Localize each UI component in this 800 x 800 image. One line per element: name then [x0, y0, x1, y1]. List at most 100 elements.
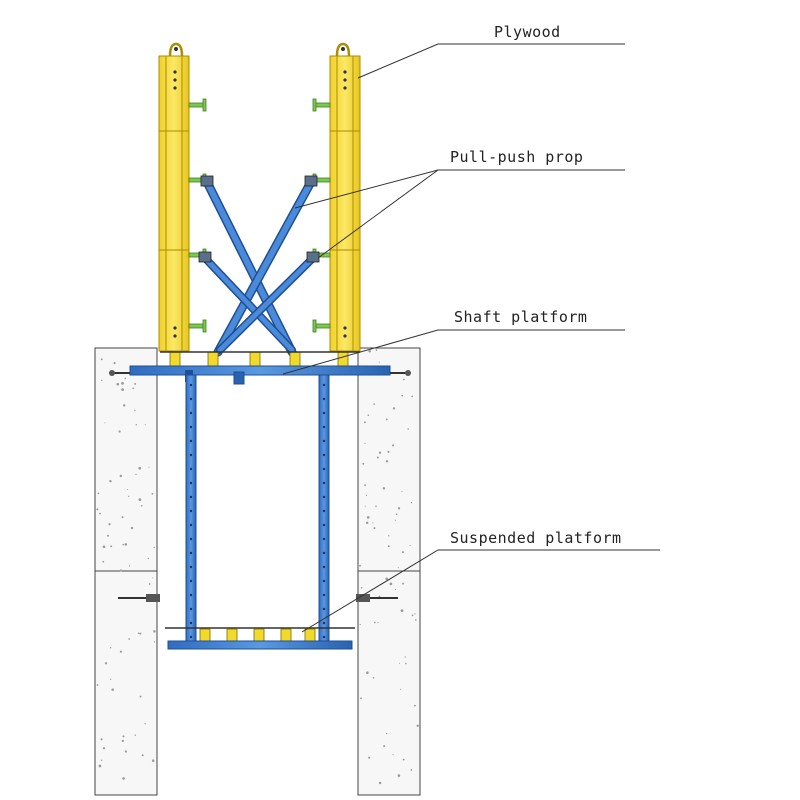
concrete-speck — [110, 678, 112, 680]
concrete-speck — [102, 545, 106, 549]
concrete-speck — [365, 521, 369, 525]
concrete-speck — [139, 632, 142, 635]
concrete-speck — [96, 508, 99, 511]
concrete-speck — [153, 641, 156, 643]
concrete-speck — [99, 512, 101, 515]
concrete-speck — [134, 734, 137, 736]
hanger-hole — [322, 593, 326, 597]
concrete-speck — [385, 577, 389, 581]
label-pull-push-prop: Pull-push prop — [450, 148, 583, 166]
concrete-speck — [132, 387, 135, 390]
concrete-speck — [401, 394, 404, 397]
hanger-hole — [189, 383, 193, 387]
concrete-speck — [116, 382, 120, 386]
concrete-speck — [391, 444, 395, 447]
hanger-hole — [322, 607, 326, 611]
concrete-speck — [147, 557, 150, 560]
hanger-hole — [189, 467, 193, 471]
concrete-speck — [400, 688, 402, 690]
concrete-speck — [124, 543, 128, 546]
concrete-speck — [109, 647, 112, 649]
concrete-speck — [405, 662, 407, 665]
concrete-speck — [127, 488, 129, 491]
concrete-speck — [407, 428, 410, 430]
concrete-speck — [119, 569, 123, 572]
concrete-speck — [385, 418, 388, 421]
concrete-speck — [372, 677, 375, 679]
concrete-speck — [416, 724, 419, 727]
concrete-speck — [387, 545, 390, 548]
concrete-speck — [153, 546, 155, 549]
hanger-hole — [189, 635, 193, 639]
hanger-hole — [322, 509, 326, 513]
concrete-speck — [410, 769, 413, 771]
label-shaft-platform: Shaft platform — [454, 308, 587, 326]
hanger-hole — [322, 565, 326, 569]
concrete-speck — [152, 577, 154, 579]
concrete-speck — [402, 582, 405, 585]
concrete-speck — [110, 545, 113, 548]
concrete-speck — [151, 759, 155, 762]
concrete-speck — [367, 414, 370, 417]
concrete-speck — [130, 526, 134, 530]
concrete-speck — [401, 491, 403, 493]
concrete-speck — [387, 450, 390, 453]
concrete-speck — [128, 565, 131, 567]
concrete-speck — [104, 422, 106, 424]
concrete-speck — [148, 466, 150, 468]
concrete-speck — [98, 764, 102, 768]
hanger-hole — [189, 565, 193, 569]
concrete-speck — [137, 632, 140, 634]
hanger-hole — [322, 411, 326, 415]
concrete-speck — [134, 382, 137, 385]
concrete-speck — [128, 638, 131, 640]
concrete-speck — [119, 650, 122, 653]
left-plywood-panel — [158, 42, 190, 352]
right-concrete-wall — [357, 347, 421, 796]
hanger-hole — [322, 551, 326, 555]
callout-shaft-platform: Shaft platform — [282, 308, 625, 375]
concrete-speck — [111, 688, 114, 691]
concrete-speck — [368, 756, 371, 759]
concrete-speck — [122, 777, 125, 780]
label-plywood: Plywood — [494, 23, 561, 41]
hanger-hole — [189, 397, 193, 401]
concrete-speck — [102, 560, 105, 563]
concrete-speck — [400, 609, 404, 612]
concrete-speck — [107, 534, 109, 537]
concrete-speck — [411, 614, 414, 617]
concrete-speck — [102, 747, 106, 750]
hanger-hole — [189, 593, 193, 597]
concrete-speck — [397, 774, 401, 777]
concrete-speck — [124, 750, 128, 753]
concrete-speck — [392, 754, 394, 756]
concrete-speck — [395, 513, 398, 515]
concrete-speck — [134, 409, 136, 411]
concrete-speck — [135, 473, 137, 476]
shaft-platform — [109, 351, 411, 385]
hanger-hole — [322, 439, 326, 443]
concrete-speck — [378, 781, 382, 785]
concrete-speck — [409, 544, 411, 547]
concrete-speck — [121, 382, 124, 385]
concrete-speck — [101, 379, 103, 381]
concrete-speck — [404, 656, 406, 658]
concrete-speck — [121, 516, 124, 519]
concrete-speck — [388, 535, 390, 537]
right-plywood-panel — [329, 42, 361, 352]
left-green-brackets — [188, 98, 207, 333]
hanger-hole — [189, 551, 193, 555]
concrete-speck — [148, 583, 151, 585]
concrete-speck — [119, 474, 123, 478]
concrete-speck — [373, 621, 376, 624]
concrete-speck — [375, 349, 378, 351]
callout-plywood: Plywood — [357, 23, 625, 79]
callout-suspended-platform: Suspended platform — [301, 529, 660, 633]
concrete-speck — [121, 739, 124, 743]
concrete-speck — [124, 377, 127, 380]
hanger-hole — [189, 439, 193, 443]
left-concrete-wall — [94, 347, 158, 796]
hanger-hole — [189, 579, 193, 583]
concrete-speck — [109, 479, 112, 483]
hanger-hole — [322, 453, 326, 457]
